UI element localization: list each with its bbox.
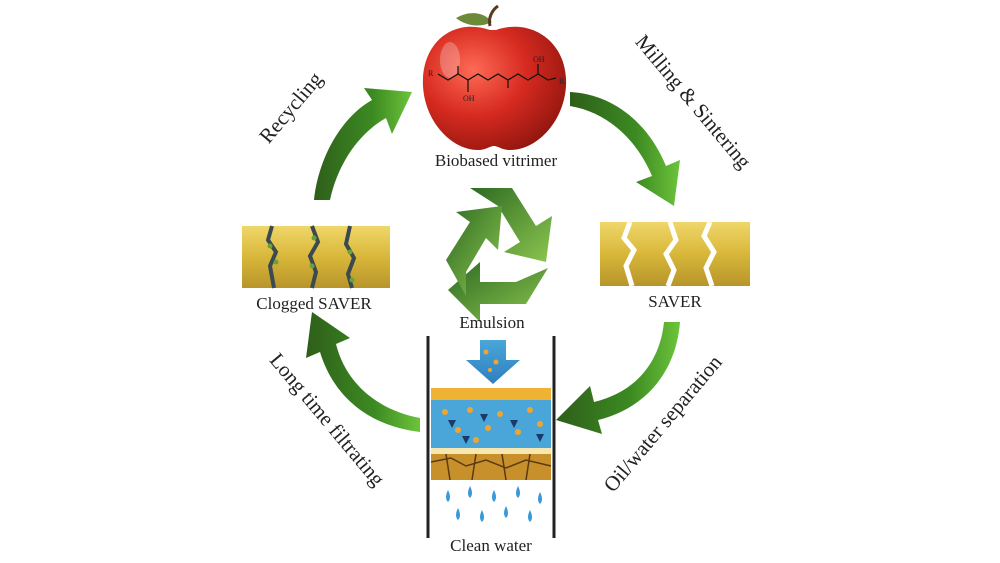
- clogged-saver-label: Clogged SAVER: [256, 294, 372, 313]
- arrow-filtrating: [306, 312, 420, 432]
- arrow-recycling: [314, 88, 412, 200]
- arrow-milling: [570, 92, 680, 206]
- apple-icon: [422, 4, 567, 150]
- arrow-separation: [556, 322, 680, 434]
- oh-bottom-label: OH: [463, 94, 475, 103]
- emulsion-label: Emulsion: [459, 313, 525, 332]
- filter-column-icon: [426, 336, 556, 538]
- clean-water-label: Clean water: [450, 536, 532, 555]
- clogged-saver-membrane: [242, 225, 390, 289]
- chemical-structure: [437, 64, 557, 92]
- r-left-label: R: [428, 69, 434, 78]
- recycling-label: Recycling: [254, 67, 327, 148]
- biobased-vitrimer-label: Biobased vitrimer: [435, 151, 558, 170]
- saver-membrane: [600, 221, 750, 287]
- r-right-label: R: [559, 77, 565, 86]
- saver-label: SAVER: [648, 292, 702, 311]
- oh-top-label: OH: [533, 55, 545, 64]
- recycle-icon: [446, 188, 552, 322]
